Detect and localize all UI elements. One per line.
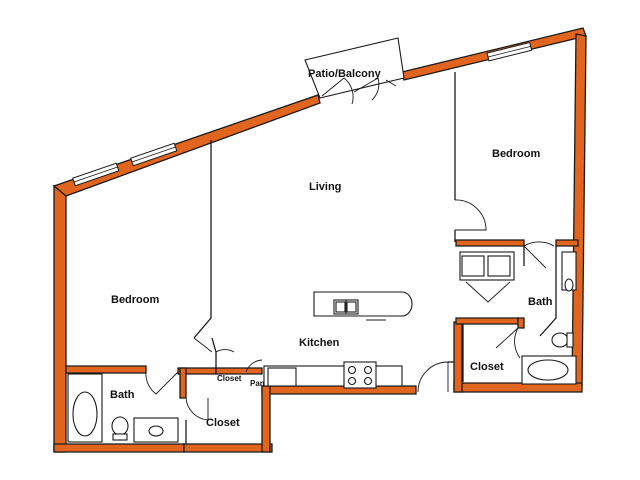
- label-patio: Patio/Balcony: [308, 68, 382, 80]
- label-bath-left: Bath: [110, 389, 135, 401]
- kitchen-island: [313, 291, 413, 317]
- interior-walls: [145, 72, 557, 444]
- toilet-icon: [111, 416, 129, 441]
- stove-icon: [343, 361, 377, 389]
- wall-bath-right-top2: [555, 239, 579, 247]
- label-bath-right: Bath: [528, 296, 553, 308]
- wall-step-right: [453, 321, 463, 393]
- wall-closet-left: [179, 367, 187, 399]
- label-bedroom-left: Bedroom: [111, 294, 160, 306]
- wall-closet-small-top: [215, 367, 263, 375]
- window-icon: [130, 142, 178, 167]
- label-bedroom-right: Bedroom: [492, 148, 541, 160]
- wall-closet-right-top: [455, 317, 519, 325]
- wall-bottom-closet: [183, 443, 273, 453]
- label-closet-right: Closet: [470, 361, 504, 373]
- washer-dryer-icon: [459, 251, 515, 281]
- kitchen-fixtures: [263, 291, 413, 389]
- right-bath-fixtures: [459, 251, 577, 385]
- label-closet-small: Closet: [217, 374, 242, 383]
- bathtub-icon: [521, 355, 577, 385]
- wall-upper-left: [52, 94, 321, 197]
- refrigerator: [267, 367, 297, 387]
- label-living: Living: [309, 181, 341, 193]
- room-labels: Patio/Balcony Living Bedroom Bedroom Kit…: [110, 68, 553, 429]
- label-closet-bottom: Closet: [206, 417, 240, 429]
- wall-bottom-left: [53, 443, 185, 453]
- label-pantry: Pan: [250, 379, 265, 388]
- bathtub-icon: [67, 373, 103, 443]
- sink-icon: [561, 251, 577, 292]
- patio-balcony: [304, 37, 405, 105]
- window-icon: [486, 41, 533, 62]
- wall-bath-right-top: [455, 239, 525, 247]
- wall-bath-left-top: [65, 365, 147, 374]
- toilet-icon: [551, 332, 574, 348]
- window-icon: [72, 162, 120, 187]
- sink-icon: [133, 417, 179, 443]
- wall-bath-right-inner: [517, 317, 525, 329]
- windows: [72, 41, 533, 187]
- wall-left: [53, 184, 67, 453]
- wall-step-closet: [261, 385, 271, 453]
- left-bath-fixtures: [67, 373, 179, 443]
- label-kitchen: Kitchen: [299, 337, 340, 349]
- wall-right: [571, 33, 587, 387]
- wall-bottom-kitchen: [261, 385, 417, 395]
- sink-icon: [333, 299, 359, 315]
